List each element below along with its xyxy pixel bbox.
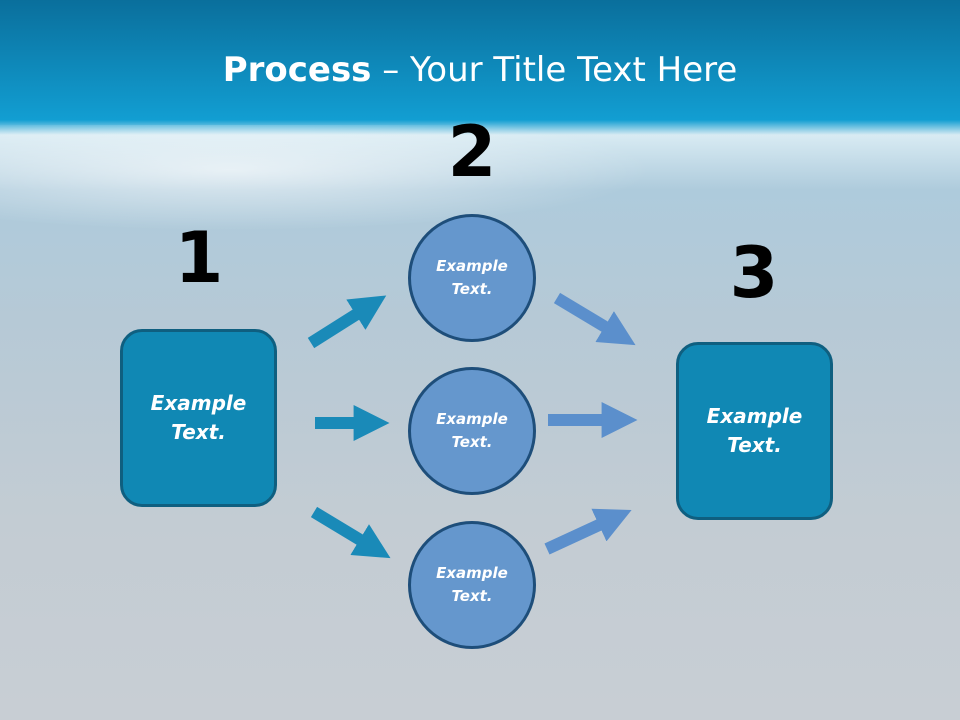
step-2-circle-top: Example Text. [408,214,536,342]
step-3-box: Example Text. [676,342,833,520]
step-2-circle-bottom: Example Text. [408,521,536,649]
step-3-text: Example Text. [706,404,803,457]
step-1-text: Example Text. [150,391,247,444]
arrow-1-to-2a [307,295,387,349]
arrow-2a-to-3 [553,292,636,346]
circle-text: Example Text. [436,410,508,451]
slide-title: Process – Your Title Text Here [0,50,960,90]
step-1-box: Example Text. [120,329,277,507]
step-2-circle-middle: Example Text. [408,367,536,495]
title-bold: Process [222,50,372,90]
step-number-2: 2 [447,111,497,193]
arrow-2c-to-3 [544,508,632,555]
circle-text: Example Text. [436,257,508,298]
arrow-1-to-2c [310,506,391,559]
title-rest: – Your Title Text Here [371,50,738,90]
circle-text: Example Text. [436,564,508,605]
step-number-3: 3 [729,232,779,314]
step-number-1: 1 [174,217,224,299]
